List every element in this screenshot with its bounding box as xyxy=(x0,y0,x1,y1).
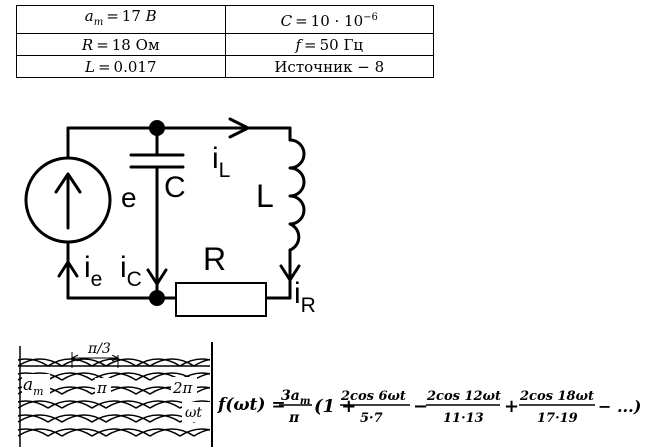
label-ir: iR xyxy=(294,277,316,317)
capacitance-cell: C=10 · 10−6 xyxy=(224,5,434,34)
capacitance-symbol: C xyxy=(280,12,293,30)
amplitude-symbol: a xyxy=(84,7,94,25)
label-r: R xyxy=(203,241,226,277)
formula-coef-num: 3am xyxy=(281,388,310,407)
il-arrowhead xyxy=(228,117,250,139)
source-label: Источник xyxy=(274,57,353,76)
fourier-series-formula: f(ωt) = 3am π (1 + 2cos 6ωt 5·7 − 2cos 1… xyxy=(217,388,641,426)
label-c: C xyxy=(164,171,186,204)
frequency-unit: Гц xyxy=(343,35,364,54)
formula-term2-den: 11·13 xyxy=(443,411,484,426)
label-omega-t: ωt xyxy=(185,405,202,421)
formula-term2-num: 2cos 12ωt xyxy=(426,389,501,404)
formula-coef-den: π xyxy=(288,410,300,426)
amplitude-unit: В xyxy=(145,7,157,25)
label-il: iL xyxy=(212,142,230,182)
waveform-and-formula: π/3 am π 2π ωt f(ωt) = 3am π (1 + 2cos 6… xyxy=(18,338,641,447)
capacitance-exponent: −6 xyxy=(363,12,378,23)
resistor-symbol xyxy=(175,282,267,317)
table-row: L=0.017 Источник − 8 xyxy=(16,55,434,78)
resistance-cell: R=18 Ом xyxy=(16,33,226,56)
formula-lhs: f(ωt) = xyxy=(217,395,286,415)
amplitude-cell: am=17 В xyxy=(16,5,226,34)
amplitude-value: 17 xyxy=(121,7,141,25)
formula-term1-num: 2cos 6ωt xyxy=(340,389,406,404)
frequency-value: 50 xyxy=(319,35,339,54)
source-cell: Источник − 8 xyxy=(224,55,434,78)
label-e: e xyxy=(121,182,137,213)
capacitance-mantissa: 10 · 10 xyxy=(310,12,364,30)
ie-arrowhead xyxy=(57,260,79,278)
table-row: R=18 Ом f=50 Гц xyxy=(16,33,434,56)
inductance-value: 0.017 xyxy=(113,57,157,76)
frequency-cell: f=50 Гц xyxy=(224,33,434,56)
label-ie: ie xyxy=(84,251,102,291)
amplitude-subscript: m xyxy=(93,17,104,28)
circuit-diagram: e C iL L R ie iC iR xyxy=(24,117,316,317)
source-value: 8 xyxy=(374,57,385,76)
label-amplitude: am xyxy=(23,375,44,398)
source-dash: − xyxy=(357,57,370,76)
resistance-symbol: R xyxy=(81,35,94,54)
table-row: am=17 В C=10 · 10−6 xyxy=(16,5,434,34)
label-ic: iC xyxy=(120,251,142,291)
formula-term3-num: 2cos 18ωt xyxy=(519,389,594,404)
inductance-cell: L=0.017 xyxy=(16,55,226,78)
resistance-value: 18 xyxy=(111,35,131,54)
formula-tail: − ...) xyxy=(598,397,641,416)
formula-op1: − xyxy=(413,396,428,417)
frequency-symbol: f xyxy=(295,35,302,54)
formula-open: (1 + xyxy=(314,396,356,417)
formula-op2: + xyxy=(504,396,519,417)
ic-arrowhead xyxy=(146,268,168,286)
ir-arrowhead xyxy=(279,264,301,282)
source-arrowhead xyxy=(54,172,82,194)
resistance-unit: Ом xyxy=(135,35,160,54)
label-pi: π xyxy=(96,379,108,397)
junction-top xyxy=(149,120,165,136)
label-two-pi: 2π xyxy=(172,379,194,397)
label-l: L xyxy=(256,178,274,214)
junction-bottom xyxy=(149,290,165,306)
parameters-table: am=17 В C=10 · 10−6 R=18 Ом f=50 Гц L=0.… xyxy=(16,5,434,78)
voltage-source-symbol xyxy=(24,156,112,244)
label-period-fraction: π/3 xyxy=(87,341,111,357)
inductor-coil xyxy=(288,138,306,252)
inductance-symbol: L xyxy=(85,57,95,76)
formula-term3-den: 17·19 xyxy=(537,411,578,426)
formula-term1-den: 5·7 xyxy=(360,411,383,426)
